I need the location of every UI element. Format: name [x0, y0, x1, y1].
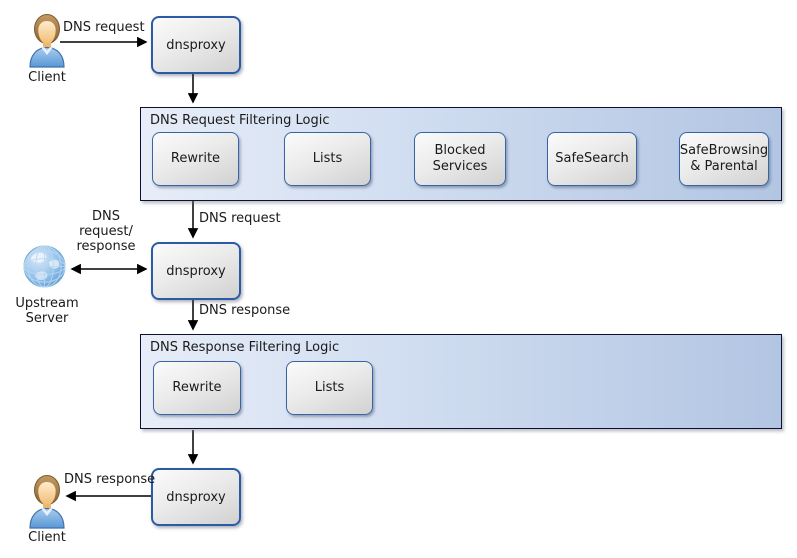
step-blocked-services: Blocked Services	[414, 132, 506, 186]
dnsproxy-bottom-node-label: dnsproxy	[166, 489, 226, 505]
step-request-rewrite: Rewrite	[152, 132, 239, 186]
edge-label-client-response: DNS response	[64, 472, 156, 487]
step-request-lists: Lists	[284, 132, 371, 186]
response-filtering-title: DNS Response Filtering Logic	[150, 340, 340, 355]
request-filtering-container: DNS Request Filtering Logic Rewrite List…	[140, 107, 782, 201]
edge-label-filtered-request: DNS request	[199, 211, 281, 226]
client-bottom-label: Client	[28, 530, 66, 545]
step-response-rewrite: Rewrite	[153, 361, 241, 415]
edge-label-proxy-response: DNS response	[199, 303, 291, 318]
step-response-lists: Lists	[286, 361, 373, 415]
response-filtering-container: DNS Response Filtering Logic Rewrite Lis…	[140, 334, 782, 429]
edge-label-upstream-exchange: DNS request/ response	[76, 209, 136, 254]
upstream-server-globe-icon	[22, 244, 67, 289]
client-top-label: Client	[28, 70, 66, 85]
client-person-icon	[26, 13, 68, 68]
dnsproxy-middle-node-label: dnsproxy	[166, 263, 226, 279]
edge-label-client-request: DNS request	[63, 20, 145, 35]
request-filtering-title: DNS Request Filtering Logic	[150, 113, 330, 128]
dnsproxy-top-node: dnsproxy	[151, 16, 241, 74]
dnsproxy-bottom-node: dnsproxy	[151, 468, 241, 526]
step-safesearch: SafeSearch	[547, 132, 637, 186]
client-bottom-person-icon	[26, 474, 68, 529]
dnsproxy-top-node-label: dnsproxy	[166, 37, 226, 53]
dnsproxy-middle-node: dnsproxy	[151, 242, 241, 300]
step-safebrowsing-parental: SafeBrowsing & Parental	[679, 132, 769, 186]
upstream-server-label: Upstream Server	[15, 296, 79, 326]
